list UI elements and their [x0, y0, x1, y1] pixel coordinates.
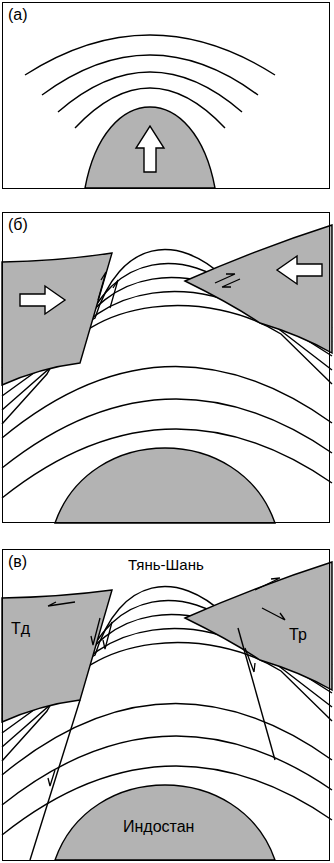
figure-panel: (б)	[2, 212, 330, 523]
block-name: Тр	[289, 626, 307, 644]
block-name: Тд	[11, 620, 30, 638]
panel-letter: (в)	[8, 553, 27, 571]
figure-panel: (в) Тд ТрИндостан Тянь-Шань	[2, 549, 330, 861]
panel-letter: (а)	[8, 6, 28, 24]
tectonic-block: Индостан	[123, 818, 194, 836]
panel-letter: (б)	[8, 216, 28, 234]
block-name: Индостан	[123, 818, 194, 836]
tectonic-block: Тд	[11, 620, 30, 638]
region-label-box: Тянь-Шань	[128, 556, 204, 574]
tectonic-block: Тр	[289, 626, 307, 644]
region-label: Тянь-Шань	[128, 556, 204, 573]
figure-panel: (а)	[2, 2, 330, 189]
